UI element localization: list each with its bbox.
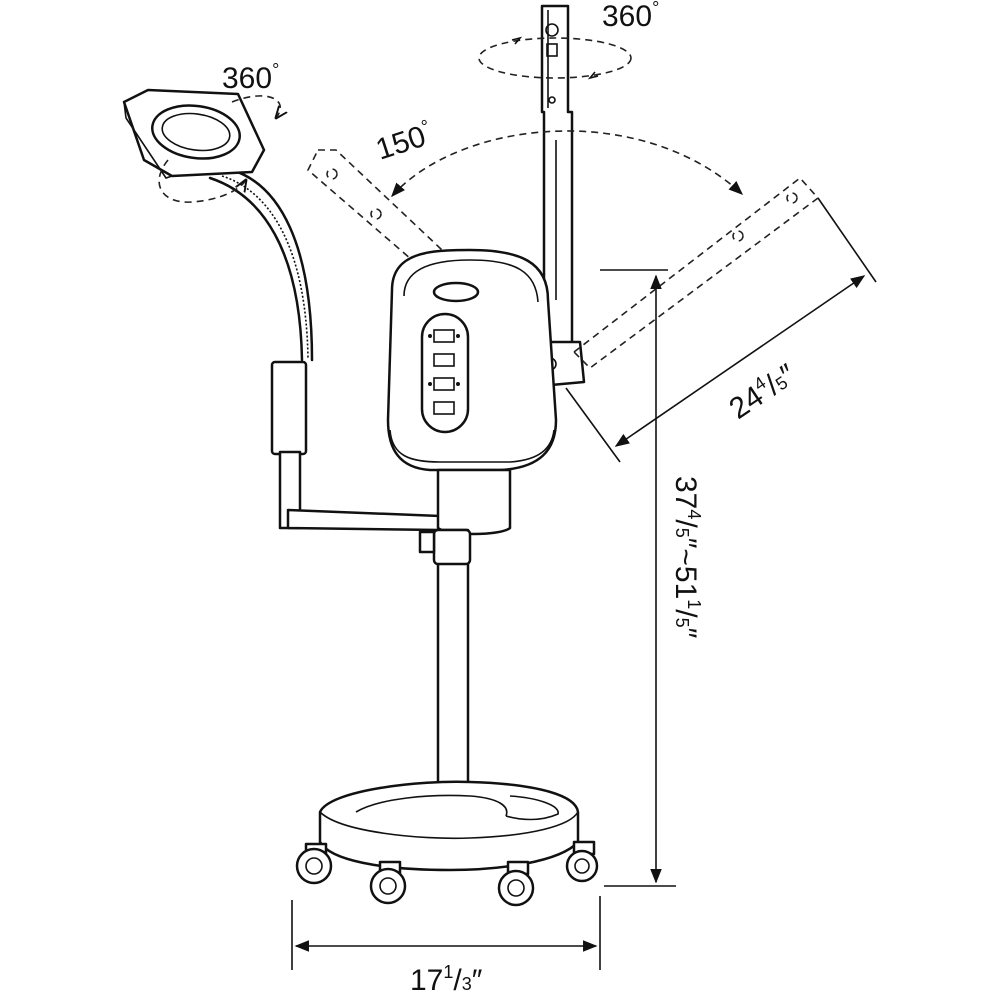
base-width-label: 171/3″ — [410, 962, 483, 997]
arm-ghost-left — [307, 149, 550, 364]
arm-ghost-right — [572, 176, 820, 370]
panel-button-1 — [433, 329, 455, 343]
steamer-body — [386, 248, 558, 536]
nozzle-knob — [546, 43, 558, 57]
panel-button-4 — [433, 401, 455, 415]
height-dimension: 374/5″~511/5″ — [600, 269, 704, 887]
steamer-arm: 360° — [478, 0, 659, 388]
arm-length-dimension: 244/5″ — [565, 197, 877, 463]
rotation-arrowhead-right — [587, 71, 599, 80]
rolling-base — [295, 780, 599, 907]
pole — [436, 528, 470, 794]
panel-button-3 — [433, 377, 455, 391]
caster-wheel — [565, 840, 599, 883]
arm-swing-arc — [391, 130, 744, 198]
arm-swing-label: 150° — [371, 116, 436, 167]
gooseneck-arm — [208, 176, 304, 362]
rotation-arrowhead-left — [511, 36, 523, 45]
lamp-rotation-arrow-top — [231, 95, 280, 118]
height-clamp — [432, 528, 472, 566]
clamp-knob — [418, 530, 436, 554]
lamp-bracket — [286, 508, 442, 532]
arm-length-label: 244/5″ — [722, 356, 802, 426]
steamer-rotation-label: 360° — [602, 0, 659, 33]
magnifier-head — [122, 88, 266, 179]
lamp-rotation-label: 360° — [222, 60, 279, 95]
control-panel — [420, 312, 470, 434]
caster-wheel — [497, 860, 535, 907]
caster-wheel — [369, 860, 407, 905]
support-pole — [418, 528, 472, 794]
lamp-rotation-arrow-bottom — [158, 159, 246, 203]
steamer-rotation-ellipse — [478, 37, 632, 79]
magnifier-lamp: 360° — [122, 60, 442, 532]
steamer-base-housing — [436, 468, 512, 536]
water-tank-cap — [432, 281, 480, 303]
nozzle-tip-icon — [545, 23, 559, 37]
caster-wheel — [295, 842, 333, 885]
base-width-dimension: 171/3″ — [291, 896, 601, 997]
panel-button-2 — [433, 353, 455, 367]
lamp-post-sleeve — [270, 360, 308, 456]
height-range-label: 374/5″~511/5″ — [669, 476, 704, 639]
